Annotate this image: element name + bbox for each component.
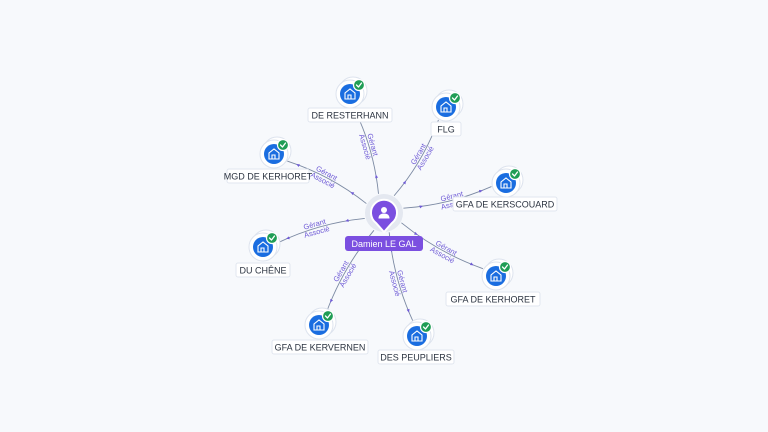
node-1[interactable]: DE RESTERHANN	[307, 76, 393, 123]
edge-line	[401, 222, 484, 270]
edge-arrow-icon	[345, 218, 349, 222]
node-label: DES PEUPLIERS	[380, 352, 452, 362]
node-label: GFA DE KERHORET	[450, 294, 536, 304]
building-icon	[411, 330, 423, 342]
node-label-box	[377, 349, 455, 365]
center-label: Damien LE GAL	[351, 239, 416, 249]
check-icon	[352, 78, 366, 92]
building-icon	[440, 101, 452, 113]
node-label-box	[235, 262, 291, 278]
edge-arrow-icon	[413, 231, 418, 235]
node-8[interactable]: DES PEUPLIERS	[377, 318, 455, 365]
edge-line	[403, 186, 492, 209]
edge-arrow-icon	[330, 298, 334, 303]
building-icon	[313, 319, 325, 331]
edge-line	[287, 160, 367, 204]
building-icon	[500, 177, 512, 189]
building-icon	[268, 148, 280, 160]
check-icon	[498, 260, 512, 274]
node-6[interactable]: GFA DE KERHORET	[445, 258, 541, 307]
node-label-box	[307, 107, 393, 123]
building-icon	[344, 88, 356, 100]
check-icon	[419, 320, 433, 334]
nodes-layer: DE RESTERHANN FLG MGD DE KERHORET GFA DE KE…	[224, 76, 558, 365]
node-7[interactable]: GFA DE KERVERNEN	[271, 307, 369, 355]
check-icon	[321, 309, 335, 323]
node-label-box	[445, 291, 541, 307]
node-label: FLG	[437, 124, 455, 134]
node-label: MGD DE KERHORET	[224, 171, 313, 181]
node-label: GFA DE KERSCOUARD	[456, 199, 555, 209]
edge-arrow-icon	[469, 262, 474, 266]
node-3[interactable]: MGD DE KERHORET	[224, 136, 313, 184]
check-icon	[448, 91, 462, 105]
node-2[interactable]: FLG	[430, 89, 464, 137]
node-label-box	[452, 196, 558, 212]
center-label-box	[345, 236, 423, 251]
edge-arrow-icon	[350, 192, 355, 196]
node-label-box	[430, 121, 462, 137]
node-4[interactable]: GFA DE KERSCOUARD	[452, 165, 558, 212]
edge-arrow-icon	[406, 308, 410, 313]
node-label-box	[271, 339, 369, 355]
node-label: GFA DE KERVERNEN	[275, 342, 366, 352]
edge-arrow-icon	[478, 189, 483, 193]
node-label: DU CHÊNE	[239, 265, 286, 275]
check-icon	[508, 167, 522, 181]
check-icon	[276, 138, 290, 152]
node-label: DE RESTERHANN	[311, 110, 388, 120]
check-icon	[265, 231, 279, 245]
building-icon	[490, 270, 502, 282]
center-node[interactable]: Damien LE GAL	[345, 194, 423, 251]
edge-line	[277, 217, 365, 244]
building-icon	[257, 241, 269, 253]
person-icon	[378, 207, 390, 219]
edge-arrow-icon	[286, 236, 290, 240]
node-label-box	[226, 168, 310, 184]
node-5[interactable]: DU CHÊNE	[235, 229, 291, 278]
edge-arrow-icon	[375, 174, 379, 179]
edge-arrow-icon	[296, 163, 300, 167]
edge-arrow-icon	[402, 180, 406, 185]
edge-arrow-icon	[419, 205, 424, 209]
